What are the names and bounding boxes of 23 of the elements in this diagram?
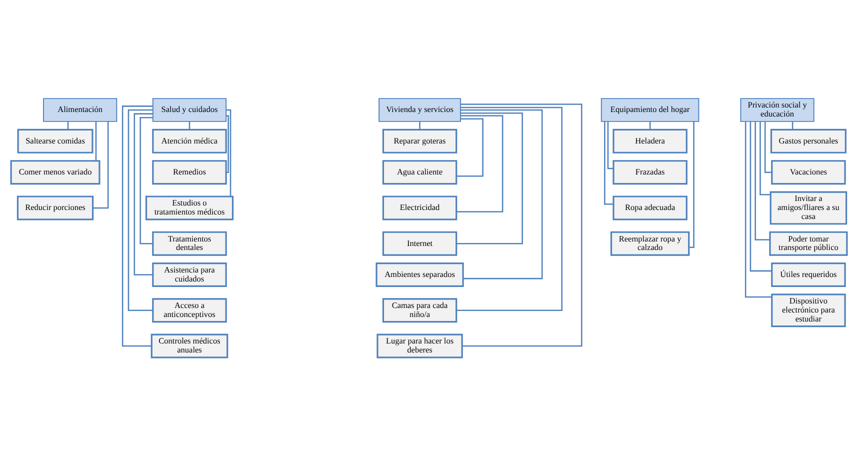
connector	[607, 121, 614, 169]
connector	[419, 121, 420, 130]
connector	[456, 106, 562, 311]
connector	[93, 121, 109, 208]
connector	[764, 121, 772, 172]
connector	[134, 112, 153, 275]
connector	[456, 112, 523, 244]
connector	[128, 108, 153, 311]
connector	[95, 121, 97, 160]
connector	[754, 121, 770, 240]
connector	[460, 108, 543, 279]
connector	[604, 121, 614, 204]
connector	[226, 114, 229, 172]
connector	[460, 103, 582, 346]
connector	[760, 121, 770, 195]
connector	[688, 120, 694, 248]
connector	[744, 121, 772, 298]
connector	[456, 114, 504, 212]
connector	[122, 105, 153, 346]
connector	[226, 108, 232, 196]
connector	[140, 116, 153, 244]
connector	[750, 121, 772, 272]
connector	[456, 118, 484, 176]
